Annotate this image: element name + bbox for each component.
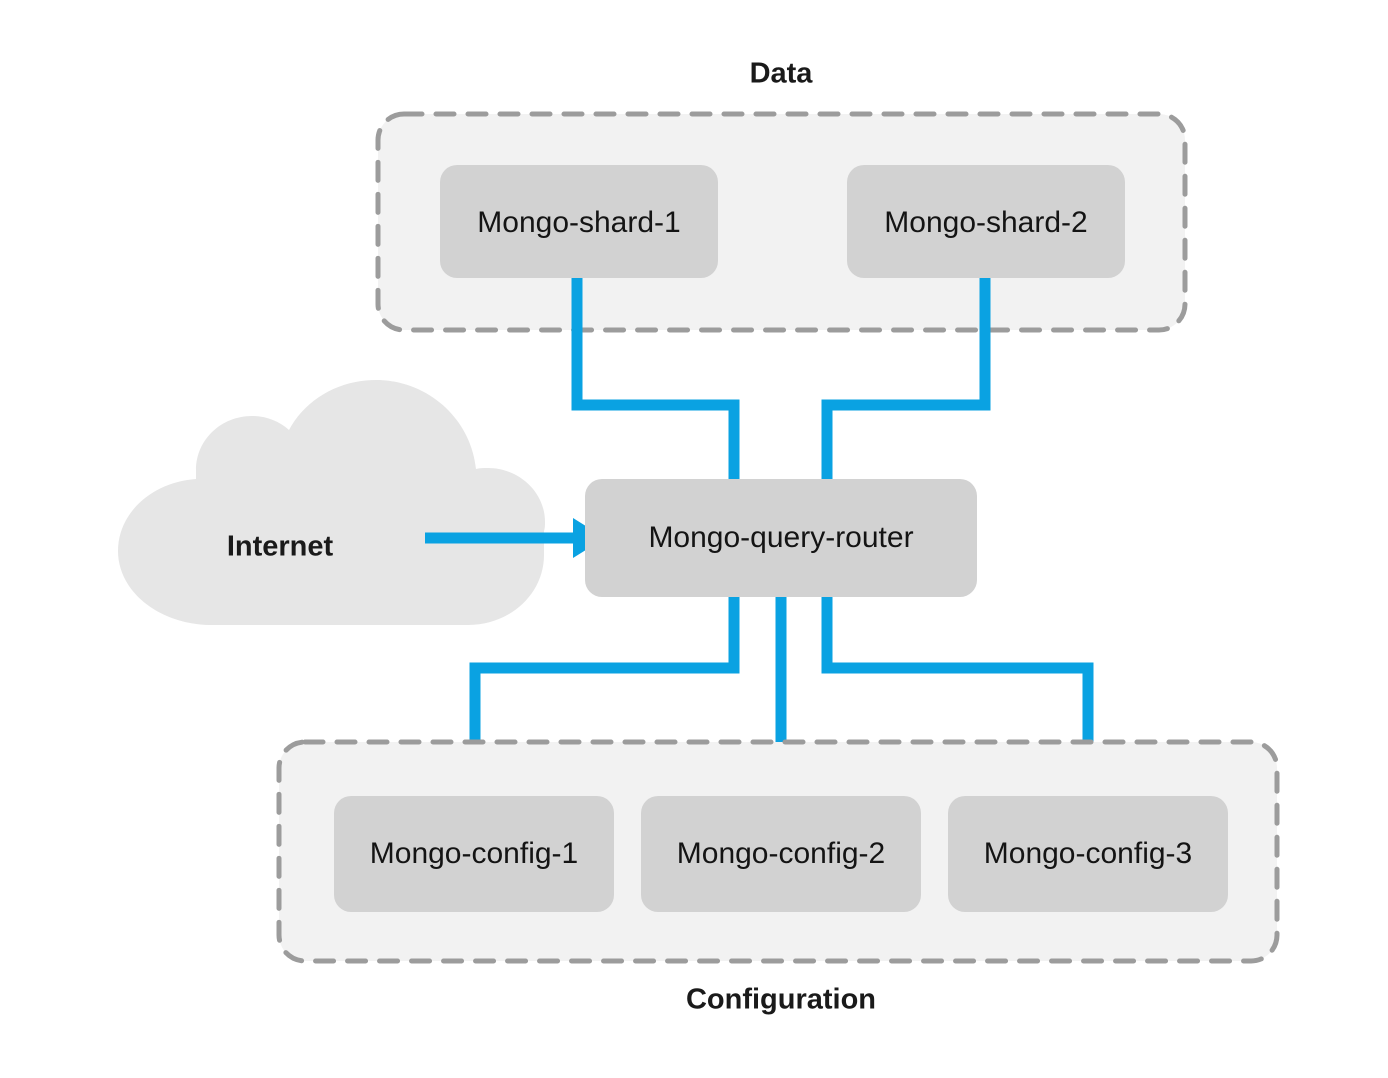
cloud-internet-label: Internet [227, 531, 334, 563]
node-mongo-shard-2[interactable]: Mongo-shard-2 [847, 165, 1125, 278]
node-mongo-query-router-box[interactable] [585, 479, 977, 597]
edge-shard1-to-router [571, 272, 740, 484]
node-mongo-config-3[interactable]: Mongo-config-3 [948, 796, 1228, 912]
node-mongo-query-router[interactable]: Mongo-query-router [585, 479, 977, 597]
node-mongo-config-2-box[interactable] [641, 796, 921, 912]
node-mongo-config-1-label: Mongo-config-1 [370, 837, 578, 870]
cloud-internet-shape[interactable] [118, 380, 545, 625]
node-mongo-config-3-box[interactable] [948, 796, 1228, 912]
node-mongo-shard-1-box[interactable] [440, 165, 718, 278]
edge-shard2-to-router [821, 272, 991, 484]
group-data-label: Data [750, 58, 814, 90]
node-mongo-config-1[interactable]: Mongo-config-1 [334, 796, 614, 912]
node-mongo-config-2-label: Mongo-config-2 [677, 837, 885, 870]
node-mongo-shard-2-label: Mongo-shard-2 [884, 206, 1087, 239]
node-mongo-query-router-label: Mongo-query-router [648, 521, 913, 554]
node-mongo-shard-1[interactable]: Mongo-shard-1 [440, 165, 718, 278]
node-mongo-shard-1-label: Mongo-shard-1 [477, 206, 680, 239]
edge-router-to-config3 [821, 592, 1094, 800]
node-mongo-config-2[interactable]: Mongo-config-2 [641, 796, 921, 912]
group-configuration-label: Configuration [686, 984, 876, 1016]
cloud-internet[interactable]: Internet [118, 380, 545, 625]
node-mongo-shard-2-box[interactable] [847, 165, 1125, 278]
edge-router-to-config1 [469, 592, 740, 800]
node-mongo-config-3-label: Mongo-config-3 [984, 837, 1192, 870]
connector-layer [469, 272, 1094, 800]
node-mongo-config-1-box[interactable] [334, 796, 614, 912]
